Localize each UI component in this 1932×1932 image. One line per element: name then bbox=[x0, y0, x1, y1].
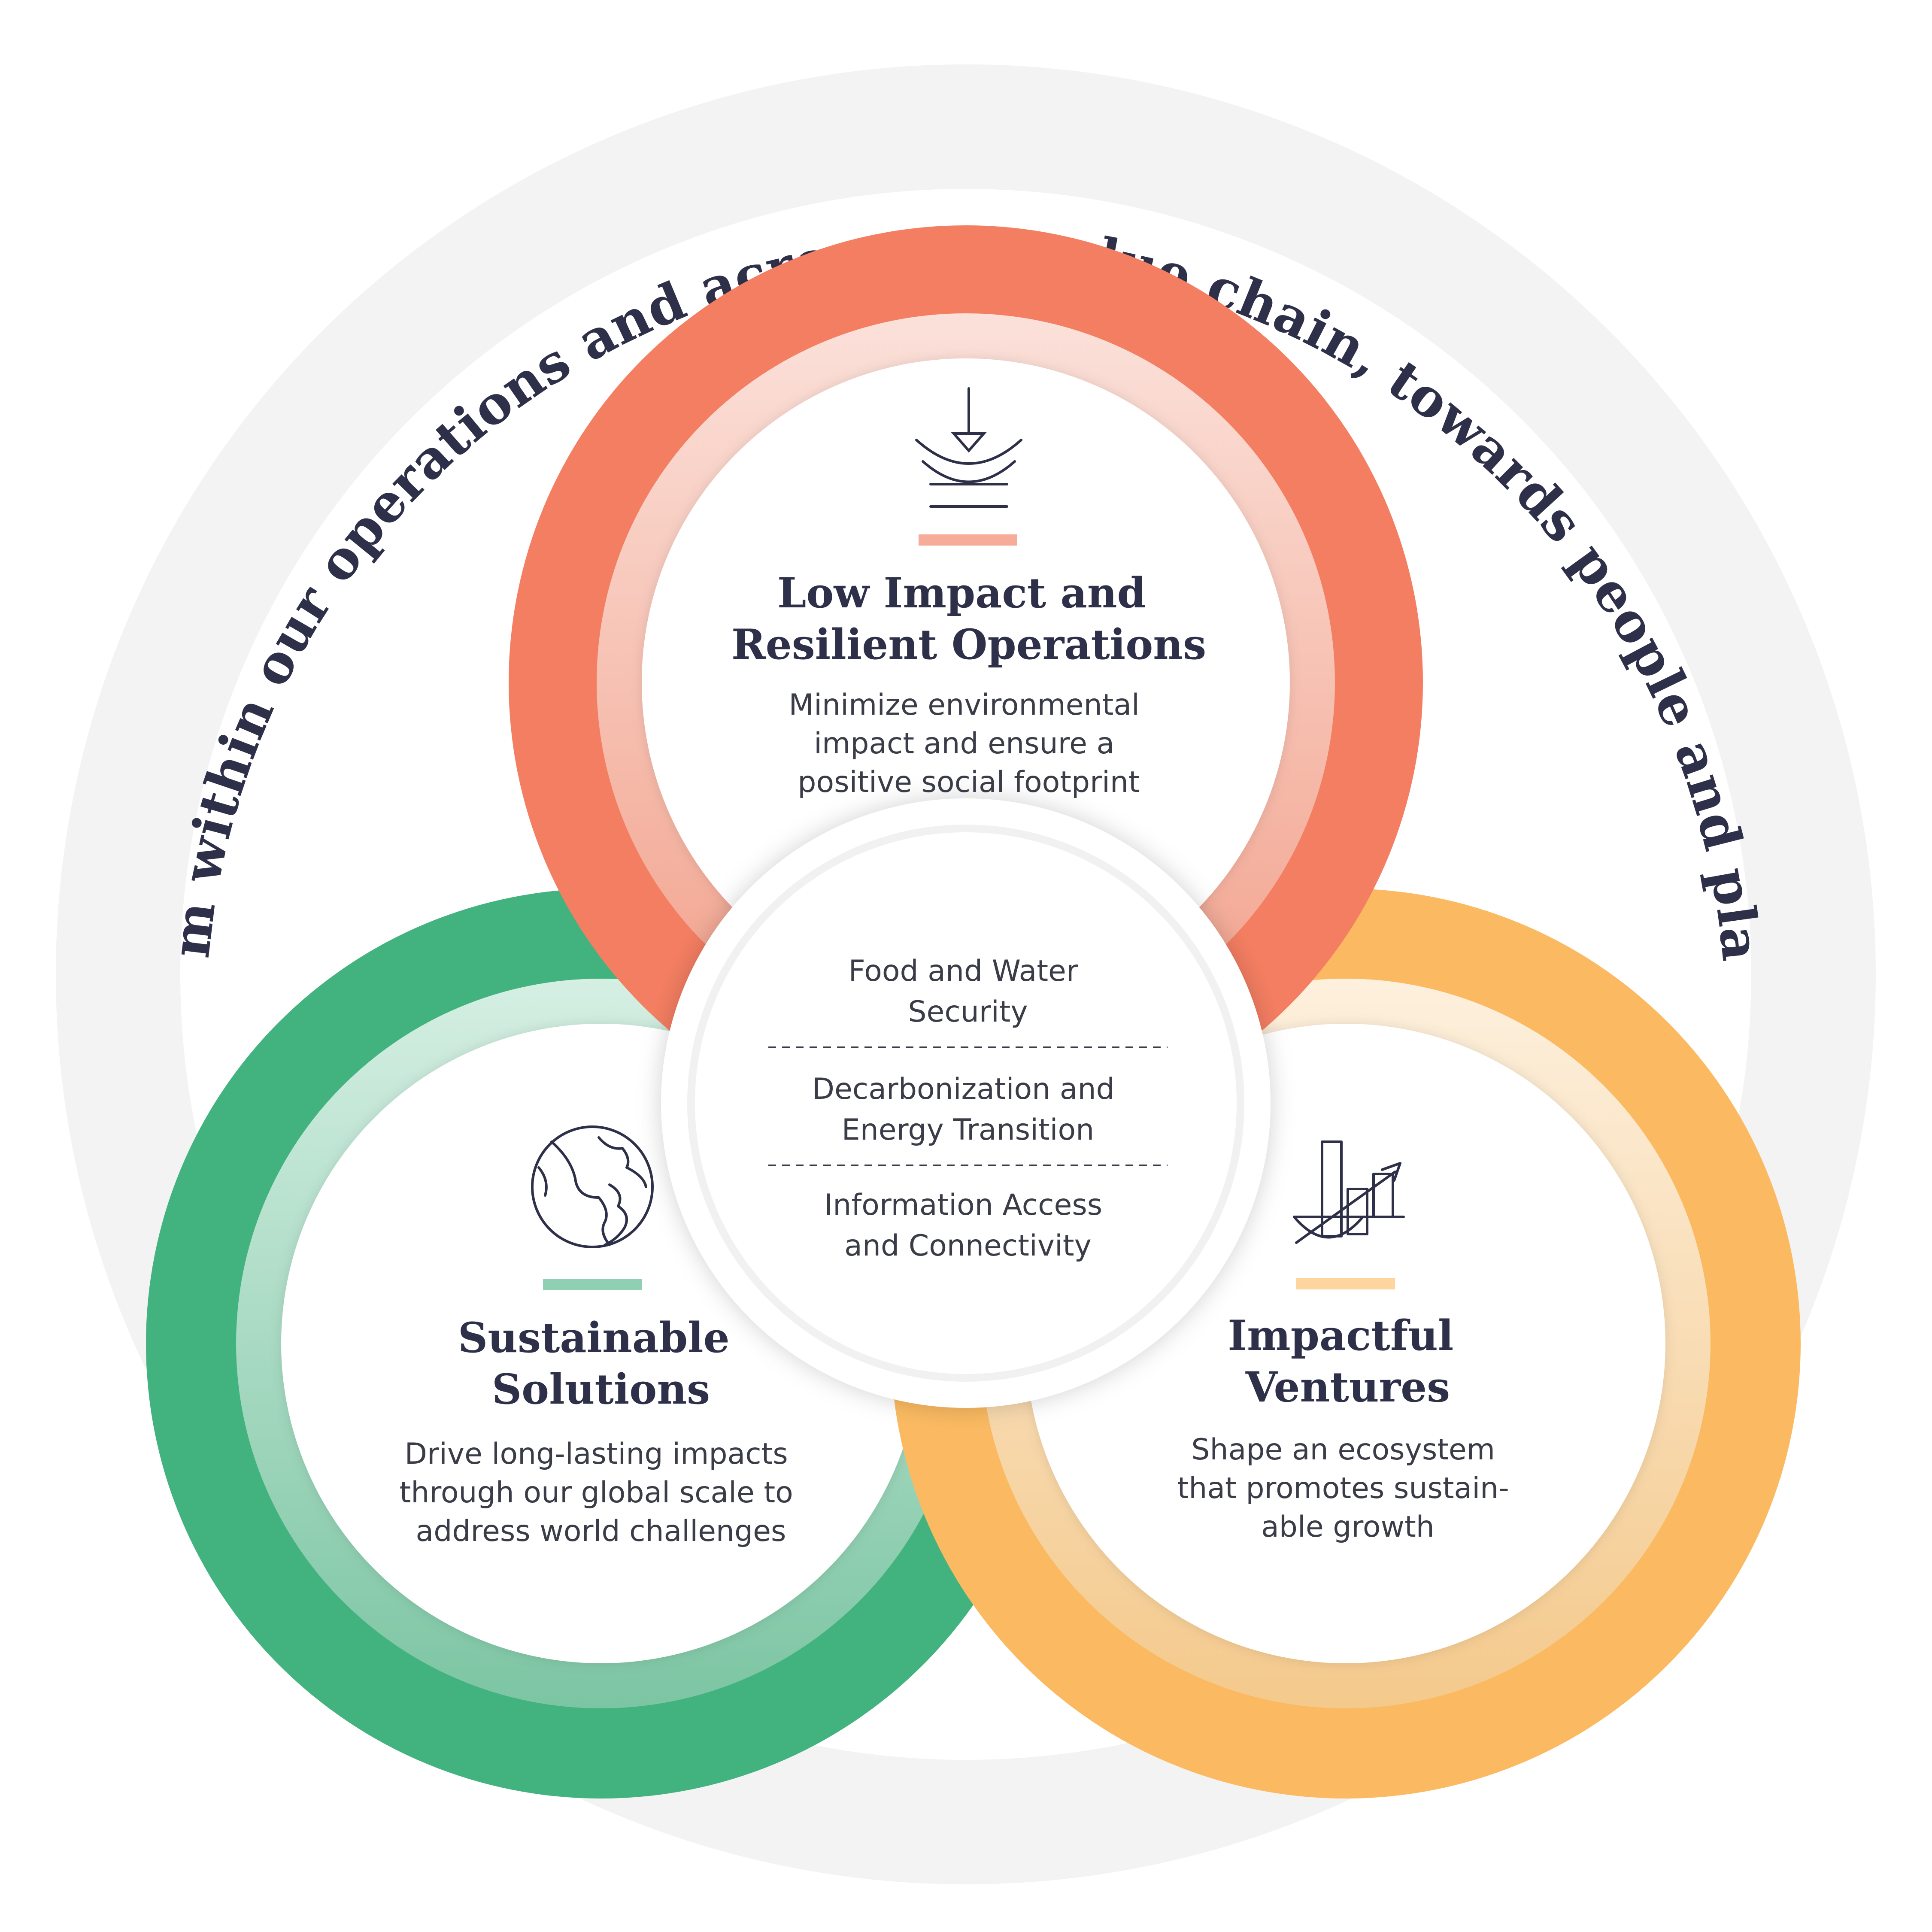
ventures-accent-bar bbox=[1296, 1278, 1395, 1289]
operations-accent-bar bbox=[919, 534, 1017, 546]
ventures-description: Shape an ecosystem that promotes sustain… bbox=[1177, 1433, 1519, 1544]
pendulum-waves-icon bbox=[915, 387, 1022, 508]
focus-area-information-access: Information Access and Connectivity bbox=[824, 1188, 1112, 1263]
solutions-accent-bar bbox=[543, 1279, 642, 1290]
operations-description: Minimize environmental impact and ensure… bbox=[789, 688, 1149, 799]
solutions-title: Sustainable Solutions bbox=[458, 1313, 744, 1413]
ventures-title: Impactful Ventures bbox=[1228, 1311, 1468, 1411]
growth-chart-icon bbox=[1293, 1140, 1405, 1244]
solutions-description: Drive long-lasting impacts through our g… bbox=[400, 1437, 803, 1548]
focus-area-decarbonization: Decarbonization and Energy Transition bbox=[812, 1072, 1124, 1147]
outer-ring bbox=[56, 64, 1876, 1884]
focus-area-food-water: Food and Water Security bbox=[849, 954, 1088, 1029]
globe-icon bbox=[531, 1125, 654, 1248]
focus-circle bbox=[661, 798, 1271, 1408]
operations-title: Low Impact and Resilient Operations bbox=[731, 569, 1206, 669]
